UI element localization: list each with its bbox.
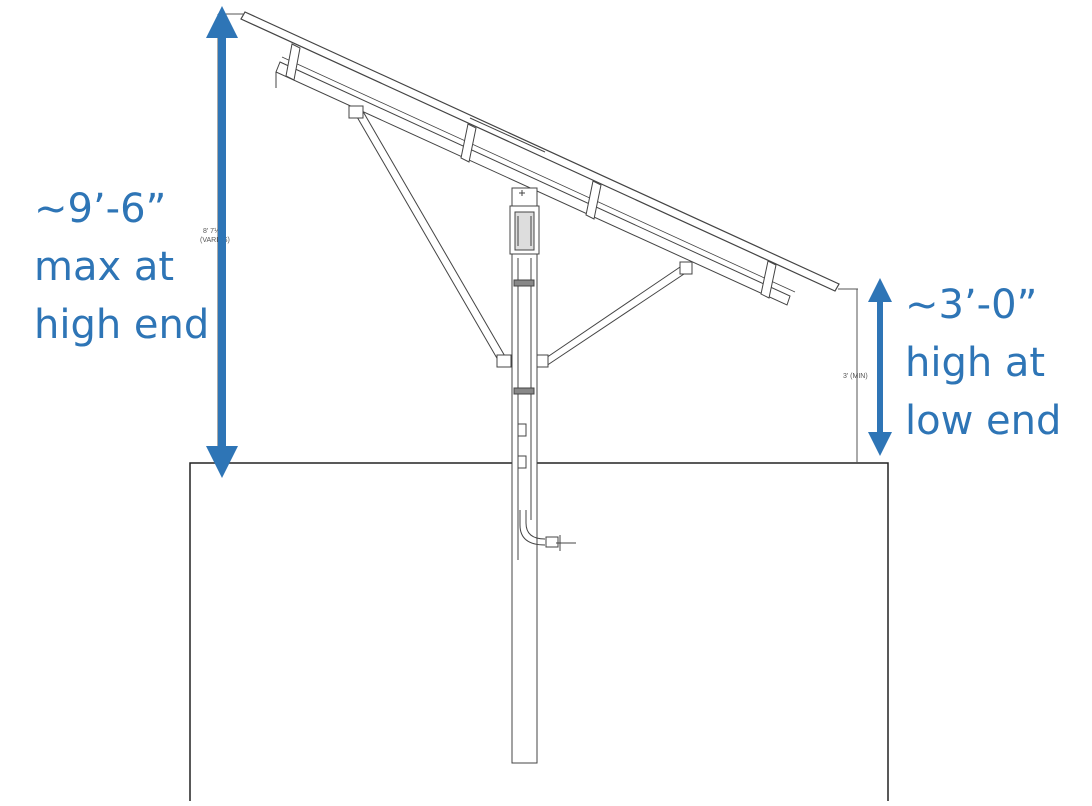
low-end-callout-line3: low end	[905, 398, 1062, 444]
panel-brackets	[285, 43, 777, 299]
low-dimension-label: 3' (MIN)	[843, 373, 868, 380]
high-end-callout-line3: high end	[34, 302, 210, 348]
panel-support-rail	[275, 56, 796, 306]
solar-panel	[240, 11, 840, 292]
conduit-elbow	[519, 510, 576, 551]
low-end-callout-line2: high at	[905, 340, 1046, 386]
high-end-callout-line1: ~9’-6”	[34, 186, 167, 232]
high-end-height-callout: ~9’-6” max at high end	[34, 180, 209, 354]
high-end-callout-line2: max at	[34, 244, 175, 290]
low-end-callout-line1: ~3’-0”	[905, 282, 1038, 328]
low-end-dimension-line	[838, 288, 858, 463]
low-end-height-callout: ~3’-0” high at low end	[905, 276, 1061, 450]
mounting-post	[509, 187, 540, 764]
ground-foundation-outline	[189, 462, 889, 801]
